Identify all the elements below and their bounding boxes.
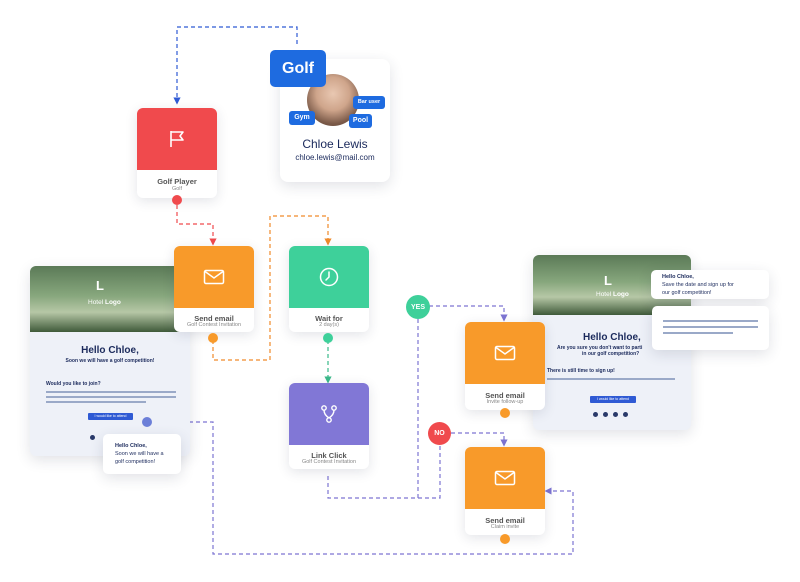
bubble-line: Save the date and sign up for (662, 282, 734, 288)
branch-icon (321, 405, 337, 423)
node-subtitle: Golf (171, 186, 183, 192)
chat-bubble-right: Hello Chloe, Save the date and sign up f… (651, 270, 769, 299)
logo-letter: L (96, 278, 104, 293)
text-line (547, 378, 675, 380)
golf-course-image: L Hotel Logo (30, 266, 190, 332)
hotel-logo-text: Hotel Logo (88, 299, 121, 306)
node-subtitle: Golf Contest Invitation (186, 322, 242, 328)
node-title: Link Click (311, 451, 347, 460)
envelope-icon (494, 345, 516, 361)
email-greeting: Hello Chloe, (81, 345, 139, 356)
email-question: Would you like to join? (46, 381, 101, 387)
social-icon[interactable] (593, 412, 598, 417)
text-line (46, 391, 176, 393)
attend-button[interactable]: I would like to attend (590, 396, 636, 403)
placeholder-bubble (652, 306, 769, 350)
golf-tag[interactable]: Golf (270, 50, 326, 87)
wait-head (289, 246, 369, 308)
email-subline: in our golf competition? (582, 351, 640, 357)
text-line (663, 332, 733, 334)
email-body: There is still time to sign up! (547, 368, 615, 374)
social-icon[interactable] (603, 412, 608, 417)
send-email-node-2[interactable]: Send email Invite follow-up (465, 322, 545, 410)
connector-dot (500, 408, 510, 418)
connector-dot (208, 333, 218, 343)
segment-node[interactable]: Golf Player Golf (137, 108, 217, 198)
send-email-node-3[interactable]: Send email Claim invite (465, 447, 545, 535)
email-subline: Soon we will have a golf competition! (65, 358, 155, 364)
send-email-head (465, 447, 545, 509)
email-preview-left: L Hotel Logo Hello Chloe, Soon we will h… (30, 266, 190, 456)
chat-bubble-left: Hello Chloe, Soon we will have a golf co… (103, 434, 181, 474)
segment-head (137, 108, 217, 170)
connector-dot (142, 417, 152, 427)
text-line (663, 320, 758, 322)
social-icon[interactable] (90, 435, 95, 440)
text-line (46, 396, 176, 398)
link-click-head (289, 383, 369, 445)
email-greeting: Hello Chloe, (583, 332, 641, 343)
node-subtitle: Invite follow-up (486, 399, 524, 405)
node-title: Golf Player (157, 177, 197, 186)
hotel-logo-text: Hotel Logo (596, 291, 629, 298)
bubble-line: Hello Chloe, (115, 443, 147, 449)
connector-dot (323, 333, 333, 343)
node-subtitle: 2 day(s) (319, 322, 339, 328)
envelope-icon (203, 269, 225, 285)
text-line (46, 401, 146, 403)
node-title: Wait for (315, 314, 343, 323)
node-title: Send email (485, 516, 525, 525)
flag-icon (170, 131, 184, 147)
bubble-line: Soon we will have a (115, 451, 164, 457)
connector-dot (500, 534, 510, 544)
no-branch-badge: NO (428, 422, 451, 445)
bubble-line: our golf competition! (662, 290, 712, 296)
wait-node[interactable]: Wait for 2 day(s) (289, 246, 369, 332)
bubble-line: Hello Chloe, (662, 274, 694, 280)
text-line (663, 326, 758, 328)
send-email-head (174, 246, 254, 308)
logo-letter: L (604, 273, 612, 288)
social-icon[interactable] (613, 412, 618, 417)
attend-button[interactable]: I would like to attend (88, 413, 133, 420)
bubble-line: golf competition! (115, 459, 156, 465)
node-title: Send email (485, 391, 525, 400)
gym-tag[interactable]: Gym (289, 111, 315, 125)
send-email-head (465, 322, 545, 384)
email-subline: Are you sure you don't want to parti (557, 345, 643, 351)
bar-user-tag[interactable]: Bar user (353, 96, 385, 109)
link-click-node[interactable]: Link Click Golf Contest Invitation (289, 383, 369, 469)
node-title: Send email (194, 314, 234, 323)
connector-dot (172, 195, 182, 205)
node-subtitle: Claim invite (490, 524, 520, 530)
social-icon[interactable] (623, 412, 628, 417)
clock-icon (319, 267, 339, 287)
profile-email: chloe.lewis@mail.com (295, 153, 375, 162)
profile-name: Chloe Lewis (302, 137, 368, 151)
send-email-node-1[interactable]: Send email Golf Contest Invitation (174, 246, 254, 332)
yes-branch-badge: YES (406, 295, 430, 319)
pool-tag[interactable]: Pool (349, 114, 372, 128)
node-subtitle: Golf Contest Invitation (301, 459, 357, 465)
envelope-icon (494, 470, 516, 486)
